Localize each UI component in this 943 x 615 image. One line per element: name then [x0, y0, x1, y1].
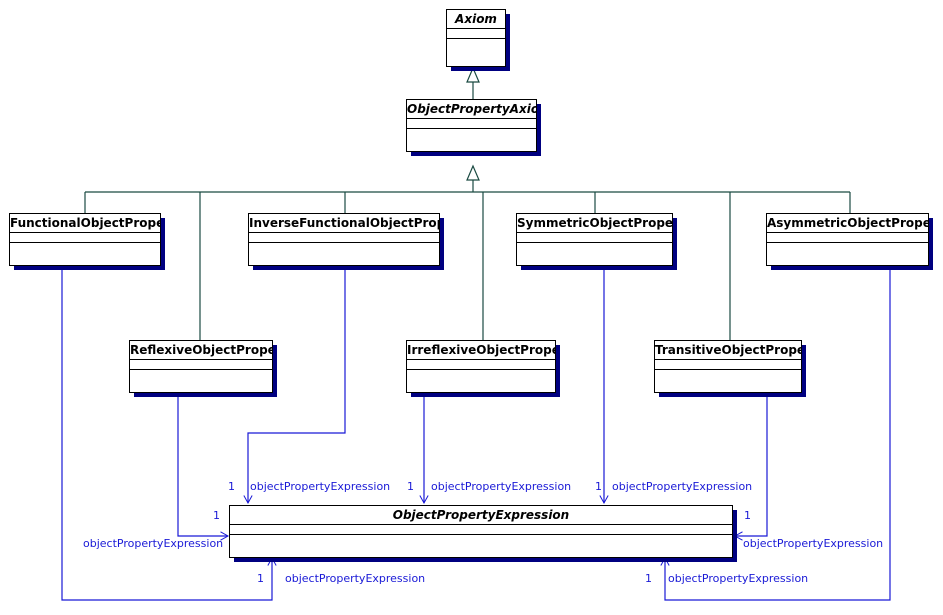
box-shadow-bottom — [771, 266, 933, 270]
class-attributes-symmetricobjectproperty — [517, 233, 672, 243]
role-label-irreflexive: objectPropertyExpression — [431, 480, 572, 493]
class-name-objectpropertyaxiom: ObjectPropertyAxiom — [407, 100, 536, 119]
generalization-edges — [84, 80, 851, 340]
class-name-transitiveobjectproperty: TransitiveObjectProperty — [655, 341, 801, 360]
class-attributes-reflexiveobjectproperty — [130, 360, 272, 370]
assoc-asymmetric-path — [660, 270, 891, 601]
class-box-transitiveobjectproperty[interactable]: TransitiveObjectProperty — [654, 340, 806, 397]
box-shadow-right — [733, 510, 737, 562]
role-label-reflexive: objectPropertyExpression — [83, 537, 224, 550]
class-operations-functionalobjectproperty — [10, 243, 160, 265]
box-shadow-right — [440, 218, 444, 270]
box-shadow-bottom — [521, 266, 677, 270]
class-operations-axiom — [447, 39, 505, 66]
box-shadow-bottom — [234, 558, 737, 562]
role-label-symmetric: objectPropertyExpression — [612, 480, 753, 493]
box-shadow-right — [273, 345, 277, 397]
box-shadow-bottom — [451, 67, 510, 71]
class-box-objectpropertyexpression[interactable]: ObjectPropertyExpression — [229, 505, 737, 562]
class-operations-transitiveobjectproperty — [655, 370, 801, 392]
class-name-inversefunctionalobjectproperty: InverseFunctionalObjectProperty — [249, 214, 439, 233]
class-name-objectpropertyexpression: ObjectPropertyExpression — [230, 506, 732, 525]
box-shadow-right — [929, 218, 933, 270]
class-box-inversefunctionalobjectproperty[interactable]: InverseFunctionalObjectProperty — [248, 213, 444, 270]
association-edges — [61, 270, 891, 601]
class-name-reflexiveobjectproperty: ReflexiveObjectProperty — [130, 341, 272, 360]
box-shadow-right — [537, 104, 541, 156]
class-attributes-transitiveobjectproperty — [655, 360, 801, 370]
multiplicity-label-transitive: 1 — [744, 509, 751, 522]
class-operations-symmetricobjectproperty — [517, 243, 672, 265]
box-shadow-bottom — [253, 266, 444, 270]
class-name-irreflexiveobjectproperty: IrreflexiveObjectProperty — [407, 341, 555, 360]
role-label-inversefunctional: objectPropertyExpression — [250, 480, 391, 493]
multiplicity-label-functional: 1 — [257, 572, 264, 585]
class-box-symmetricobjectproperty[interactable]: SymmetricObjectProperty — [516, 213, 677, 270]
class-attributes-irreflexiveobjectproperty — [407, 360, 555, 370]
multiplicity-label-irreflexive: 1 — [407, 480, 414, 493]
box-shadow-bottom — [411, 152, 541, 156]
class-box-functionalobjectproperty[interactable]: FunctionalObjectProperty — [9, 213, 165, 270]
class-operations-objectpropertyexpression — [230, 535, 732, 557]
box-shadow-right — [673, 218, 677, 270]
role-label-transitive: objectPropertyExpression — [743, 537, 884, 550]
assoc-inversefunctional-path — [243, 270, 346, 505]
class-box-axiom[interactable]: Axiom — [446, 9, 510, 71]
assoc-transitive-path — [733, 397, 768, 541]
class-attributes-functionalobjectproperty — [10, 233, 160, 243]
box-shadow-bottom — [659, 393, 806, 397]
box-shadow-bottom — [134, 393, 277, 397]
class-operations-reflexiveobjectproperty — [130, 370, 272, 392]
class-name-functionalobjectproperty: FunctionalObjectProperty — [10, 214, 160, 233]
class-name-symmetricobjectproperty: SymmetricObjectProperty — [517, 214, 672, 233]
multiplicity-label-inversefunctional: 1 — [228, 480, 235, 493]
class-operations-asymmetricobjectproperty — [767, 243, 928, 265]
box-shadow-bottom — [14, 266, 165, 270]
role-label-asymmetric: objectPropertyExpression — [668, 572, 809, 585]
multiplicity-label-reflexive: 1 — [213, 509, 220, 522]
box-shadow-bottom — [411, 393, 560, 397]
class-operations-objectpropertyaxiom — [407, 129, 536, 151]
class-attributes-asymmetricobjectproperty — [767, 233, 928, 243]
assoc-functional-path — [61, 270, 277, 601]
box-shadow-right — [506, 14, 510, 71]
class-attributes-axiom — [447, 29, 505, 39]
class-box-irreflexiveobjectproperty[interactable]: IrreflexiveObjectProperty — [406, 340, 560, 397]
class-attributes-objectpropertyaxiom — [407, 119, 536, 129]
class-operations-inversefunctionalobjectproperty — [249, 243, 439, 265]
multiplicity-label-asymmetric: 1 — [645, 572, 652, 585]
class-box-reflexiveobjectproperty[interactable]: ReflexiveObjectProperty — [129, 340, 277, 397]
class-attributes-objectpropertyexpression — [230, 525, 732, 535]
class-operations-irreflexiveobjectproperty — [407, 370, 555, 392]
box-shadow-right — [556, 345, 560, 397]
generalization-arrowheads — [466, 66, 480, 181]
class-name-axiom: Axiom — [447, 10, 505, 29]
multiplicity-label-symmetric: 1 — [595, 480, 602, 493]
box-shadow-right — [802, 345, 806, 397]
assoc-reflexive-path — [177, 397, 230, 541]
class-box-objectpropertyaxiom[interactable]: ObjectPropertyAxiom — [406, 99, 541, 156]
class-box-asymmetricobjectproperty[interactable]: AsymmetricObjectProperty — [766, 213, 933, 270]
class-name-asymmetricobjectproperty: AsymmetricObjectProperty — [767, 214, 928, 233]
class-attributes-inversefunctionalobjectproperty — [249, 233, 439, 243]
box-shadow-right — [161, 218, 165, 270]
role-label-functional: objectPropertyExpression — [285, 572, 426, 585]
